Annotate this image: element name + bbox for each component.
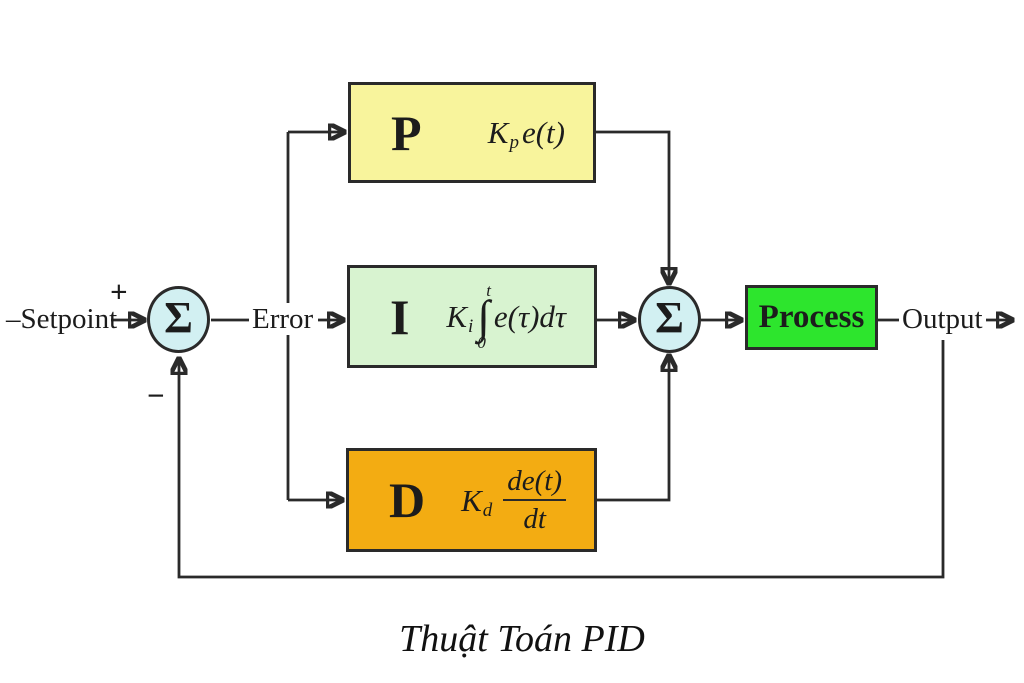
process-block: Process — [745, 285, 878, 350]
setpoint-label: –Setpoint — [6, 303, 118, 335]
d-coef-subscript: d — [482, 499, 493, 521]
sigma-symbol: Σ — [655, 293, 684, 342]
diagram-caption: Thuật Toán PID — [399, 618, 645, 660]
output-label: Output — [899, 303, 986, 335]
error-label: Error — [249, 303, 317, 335]
derivative-fraction: de(t)dt — [503, 465, 566, 535]
d-coef: K — [461, 482, 482, 518]
process-label: Process — [758, 299, 865, 335]
plus-sign: + — [110, 274, 128, 309]
summing-junction-1: Σ — [147, 286, 210, 353]
p-block-letter: P — [391, 104, 422, 161]
summing-junction-2: Σ — [638, 286, 701, 353]
i-coef-subscript: i — [468, 316, 474, 337]
i-argument: e(τ)dτ — [493, 299, 566, 334]
fraction-denominator: dt — [523, 503, 546, 535]
p-coef-subscript: p — [509, 132, 519, 153]
p-to-sigma2-arrow — [596, 130, 669, 283]
i-coef: K — [446, 299, 467, 334]
integral-lower-limit: 0 — [477, 333, 486, 353]
feedback-loop-line — [179, 340, 945, 579]
integral-sign: ∫ — [477, 290, 490, 342]
p-coef: K — [487, 115, 509, 150]
i-block-letter: I — [390, 288, 410, 345]
integral-upper-limit: t — [486, 280, 491, 300]
d-to-sigma2-arrow — [597, 356, 669, 502]
sigma-symbol: Σ — [164, 293, 193, 342]
d-block-letter: D — [389, 472, 426, 528]
p-argument: e(t) — [521, 115, 565, 150]
integral-group: t∫0 — [477, 280, 491, 353]
minus-sign: − — [147, 378, 165, 413]
fraction-numerator: de(t) — [503, 465, 566, 501]
